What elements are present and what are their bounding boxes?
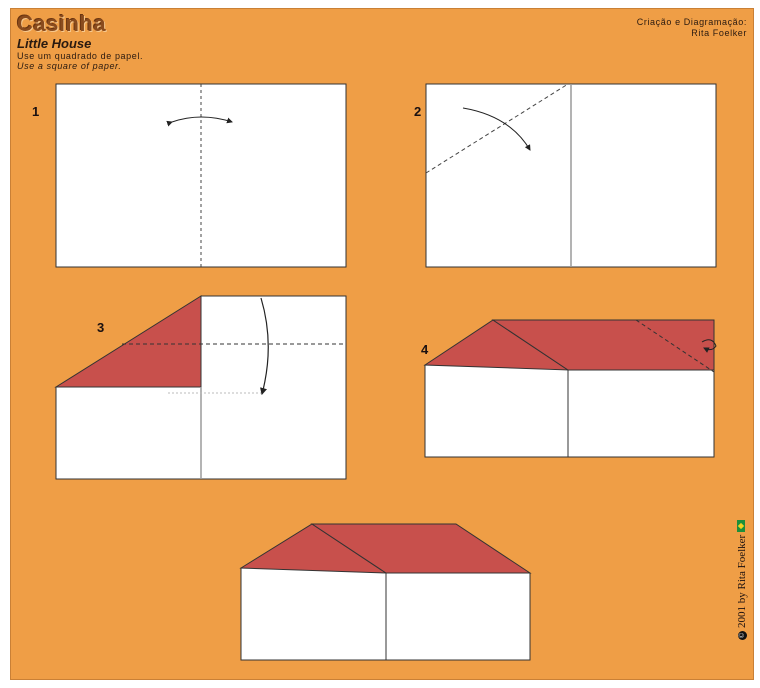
step4-house-left-wall	[424, 364, 569, 458]
step4-number: 4	[421, 342, 429, 357]
step3-roof-flap	[54, 295, 202, 388]
step1-fold-arrow	[166, 116, 233, 127]
final-house-right-wall	[385, 572, 531, 661]
step1-number: 1	[32, 104, 40, 119]
step1-diagram	[55, 83, 347, 268]
author-credit: Criação e Diagramação: Rita Foelker	[637, 17, 747, 39]
step3-diagram	[54, 295, 347, 480]
final-house-roof-side	[310, 523, 532, 574]
step3-paper-right	[200, 295, 347, 480]
final-house	[239, 523, 532, 661]
final-house-left-wall	[240, 567, 387, 661]
step4-house-right-wall	[567, 369, 715, 458]
instruction-portuguese: Use um quadrado de papel.	[17, 51, 144, 61]
credit-author: Rita Foelker	[691, 28, 747, 38]
step4-turn-over-arrow	[701, 339, 717, 353]
brazil-flag-icon	[737, 519, 745, 532]
step4-diagonal-fold-line	[635, 319, 715, 373]
copyright-notice: © 2001 by Rita Foelker	[736, 519, 748, 640]
page-subtitle: Little House	[17, 36, 92, 51]
step4-roof-top	[491, 319, 715, 371]
credit-label: Criação e Diagramação:	[636, 17, 747, 27]
step3-fold-arrow	[260, 297, 269, 396]
step4-diagram	[423, 319, 717, 458]
copyright-text: 2001 by Rita Foelker	[736, 534, 748, 628]
instruction-english: Use a square of paper.	[17, 61, 122, 71]
step2-diagram	[425, 83, 717, 268]
step2-number: 2	[414, 104, 422, 119]
step3-number: 3	[97, 320, 105, 335]
step2-fold-arrow	[462, 107, 531, 151]
copyright-icon: ©	[738, 631, 747, 640]
page-title: Casinha	[17, 11, 107, 36]
